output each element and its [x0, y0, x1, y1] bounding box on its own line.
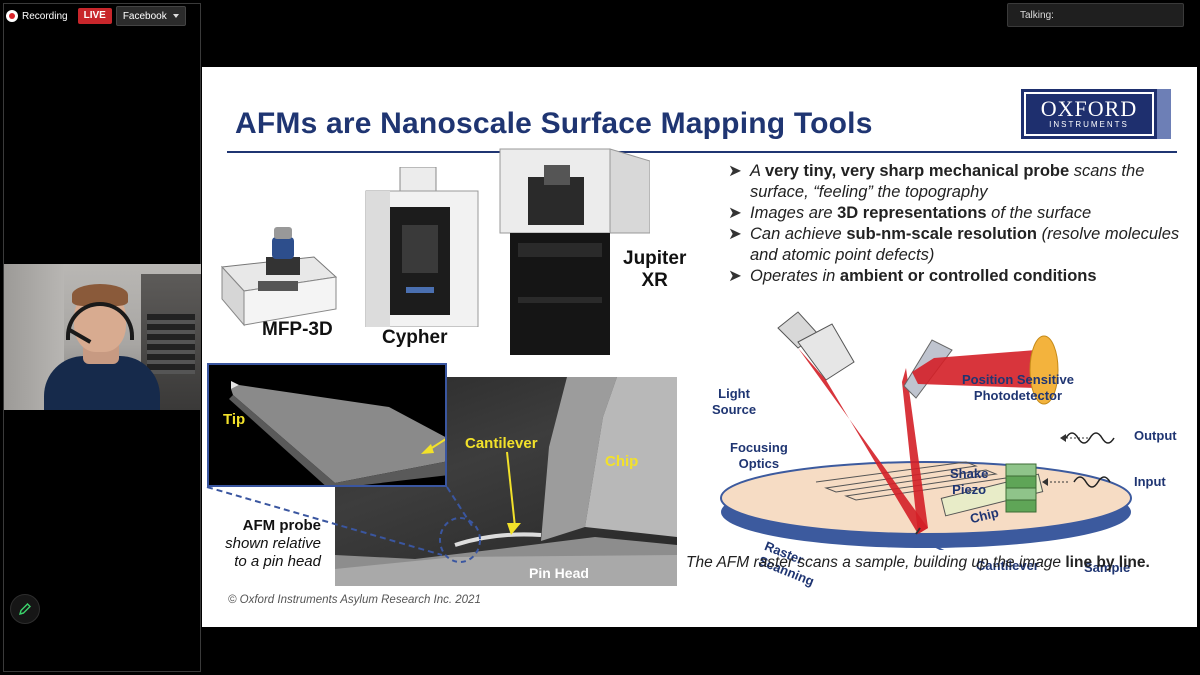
diagram-shake-piezo-label: Shake Piezo	[950, 466, 988, 498]
cypher-label: Cypher	[382, 327, 448, 348]
title-divider	[227, 151, 1177, 153]
diagram-focusing-optics-label: Focusing Optics	[730, 440, 788, 472]
inset-drawing	[229, 381, 445, 485]
afm-schematic-diagram: Light Source Focusing Optics Position Se…	[706, 302, 1196, 589]
diagram-sample-label: Sample	[1084, 560, 1131, 575]
jupiter-label: Jupiter XR	[623, 248, 686, 292]
recording-label: Recording	[22, 10, 68, 22]
oxford-instruments-logo: OXFORD INSTRUMENTS	[1021, 89, 1171, 139]
bullet-pre: Images are	[750, 204, 838, 222]
jupiter-instrument-image	[499, 148, 650, 355]
afm-diagram-caption: The AFM raster scans a sample, building …	[686, 554, 1150, 572]
afm-probe-caption: AFM probe shown relative to a pin head	[202, 517, 321, 571]
bullet-post: scans the surface, “feeling” the topogra…	[750, 162, 1145, 201]
background-shelf	[141, 274, 201, 410]
logo-box: OXFORD INSTRUMENTS	[1024, 92, 1154, 136]
talking-indicator: Talking:	[1007, 3, 1184, 27]
psd-line2-text: Photodetector	[973, 388, 1063, 403]
inset-tip-label: Tip	[223, 411, 246, 428]
logo-sub: INSTRUMENTS	[1049, 120, 1129, 129]
webcam-video-tile[interactable]	[4, 264, 201, 410]
arrow-bullet-icon: ➤	[728, 162, 742, 180]
chevron-down-icon	[172, 14, 179, 18]
probe-caption-line2: shown relative	[225, 535, 321, 552]
record-icon	[6, 10, 18, 22]
mfp3d-label: MFP-3D	[262, 319, 333, 340]
edit-button[interactable]	[10, 594, 40, 624]
focusing-text: Focusing	[730, 440, 788, 455]
speaker-hair	[72, 284, 128, 306]
sem-chip-label: Chip	[605, 453, 639, 470]
optics-text: Optics	[738, 456, 780, 471]
bullet-bold: ambient or controlled conditions	[839, 267, 1097, 285]
inset-connector-lines	[206, 486, 475, 556]
piezo-text: Piezo	[952, 482, 987, 497]
diagram-output-label: Output	[1134, 428, 1177, 443]
light-text: Light	[718, 386, 750, 401]
slide-title: AFMs are Nanoscale Surface Mapping Tools	[235, 107, 873, 140]
destination-dropdown[interactable]: Facebook	[115, 6, 186, 26]
probe-caption-line3: to a pin head	[234, 553, 321, 570]
destination-label: Facebook	[122, 10, 167, 22]
bullet-pre: A	[750, 162, 765, 180]
diagram-cantilever-label: Cantilever	[976, 558, 1039, 573]
live-badge: LIVE	[77, 8, 112, 24]
arrow-bullet-icon: ➤	[728, 267, 742, 285]
arrow-bullet-icon: ➤	[728, 225, 742, 243]
sem-drawing	[335, 377, 677, 586]
bullet-pre: Can achieve	[750, 225, 847, 243]
logo-word: OXFORD	[1040, 96, 1138, 121]
diagram-input-label: Input	[1134, 474, 1166, 489]
bullet-item: ➤ Operates in ambient or controlled condi…	[728, 266, 1188, 287]
diagram-psd-label: Position Sensitive Photodetector	[962, 372, 1074, 404]
bullet-list: ➤ A very tiny, very sharp mechanical prob…	[728, 161, 1188, 287]
bullet-bold: 3D representations	[837, 204, 987, 222]
bullet-pre: Operates in	[750, 267, 840, 285]
bullet-post: (resolve molecules and atomic point defe…	[750, 225, 1180, 264]
shake-text: Shake	[950, 466, 989, 481]
afm-schematic-drawing	[720, 311, 1132, 557]
psd-line1-text: Position Sensitive	[962, 372, 1074, 387]
cypher-instrument-image	[365, 167, 479, 327]
speaker-body	[44, 356, 160, 410]
probe-caption-bold: AFM probe	[242, 517, 321, 534]
sem-cantilever-label: Cantilever	[465, 435, 538, 452]
bullet-item: ➤ Can achieve sub-nm-scale resolution (re…	[728, 224, 1188, 266]
bullet-bold: sub-nm-scale resolution	[846, 225, 1038, 243]
caption-pre: The AFM raster scans a sample, building …	[686, 554, 1066, 571]
copyright-notice: © Oxford Instruments Asylum Research Inc…	[228, 594, 481, 606]
arrow-bullet-icon: ➤	[728, 204, 742, 222]
mfp3d-instrument-image	[220, 227, 338, 327]
pencil-icon	[18, 603, 31, 616]
source-text: Source	[712, 402, 757, 417]
diagram-light-source-label: Light Source	[712, 386, 756, 418]
sem-pin-head-label: Pin Head	[529, 565, 589, 581]
bullet-item: ➤ A very tiny, very sharp mechanical prob…	[728, 161, 1188, 203]
broadcast-status-bar: Recording LIVE Facebook	[6, 6, 186, 26]
jupiter-label-line1: Jupiter	[623, 248, 687, 269]
sem-tip-inset: Tip	[207, 363, 447, 487]
bullet-post: of the surface	[986, 204, 1092, 222]
caption-bold: line by line.	[1065, 554, 1150, 571]
logo-stripe	[1157, 89, 1171, 139]
bullet-bold: very tiny, very sharp mechanical probe	[764, 162, 1070, 180]
presentation-slide: AFMs are Nanoscale Surface Mapping Tools…	[202, 67, 1197, 627]
bullet-item: ➤ Images are 3D representations of the su…	[728, 203, 1188, 224]
jupiter-label-line2: XR	[641, 270, 668, 291]
